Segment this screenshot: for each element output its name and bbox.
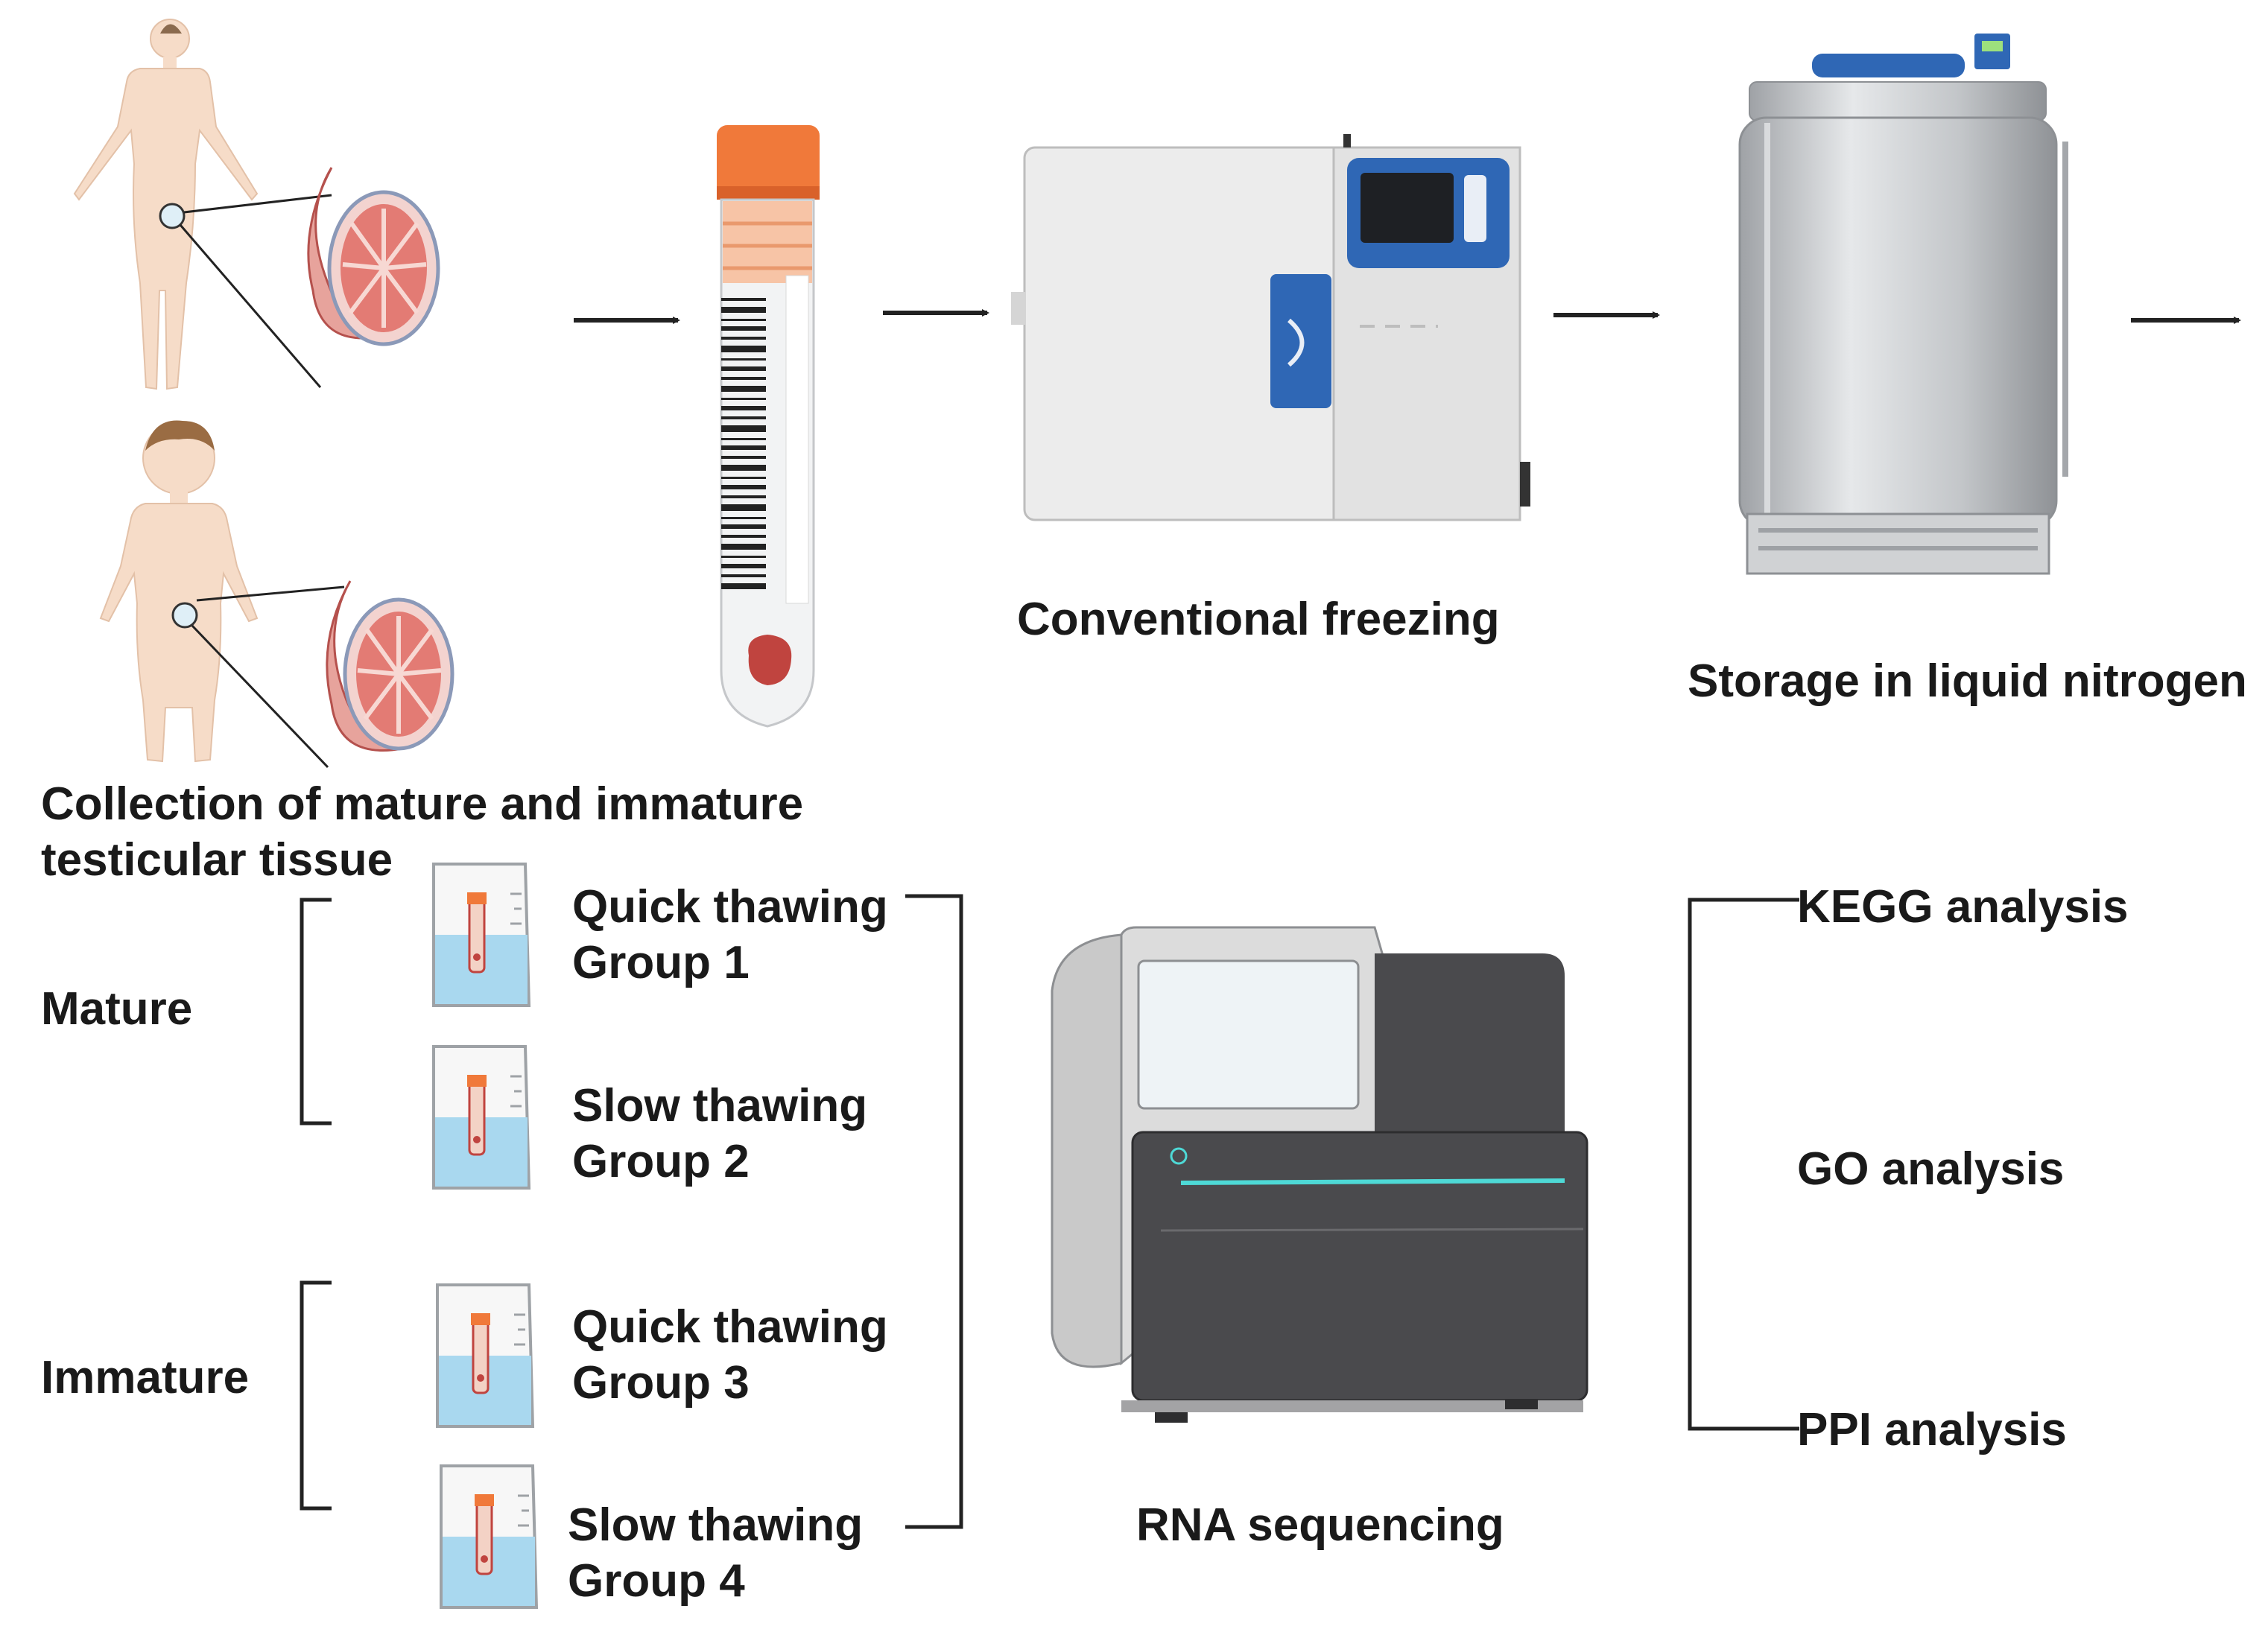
adult-callout [159,194,332,388]
storage-label: Storage in liquid nitrogen [1688,655,2247,707]
group-2-name: Group 2 [572,1136,750,1187]
cryotube-icon [717,125,820,728]
child-figure-icon [99,420,259,763]
freezer-icon [1011,134,1530,521]
groups-bracket [905,894,963,1529]
child-callout [171,585,345,769]
mature-bracket [300,898,332,1125]
group-3-name: Group 3 [572,1357,750,1409]
immature-bracket [300,1280,332,1511]
analysis-ppi: PPI analysis [1797,1404,2067,1455]
analyses-bracket [1688,898,1799,1431]
child-testis-icon [326,580,454,752]
group-4-name: Group 4 [568,1555,745,1607]
beaker-icon-group-1 [432,863,531,1007]
analysis-kegg: KEGG analysis [1797,881,2129,933]
group-1-method: Quick thawing [572,881,888,933]
rna-sequencer-icon [1051,926,1588,1423]
beaker-icon-group-4 [440,1464,539,1609]
collection-label-line-2: testicular tissue [41,834,393,886]
collection-label-line-1: Collection of mature and immature [41,778,803,830]
group-2-method: Slow thawing [572,1080,867,1131]
adult-testis-icon [307,167,440,346]
group-3-method: Quick thawing [572,1301,888,1353]
liquid-nitrogen-tank-icon [1738,34,2068,575]
beaker-icon-group-2 [432,1045,531,1190]
category-mature-label: Mature [41,983,192,1035]
sequencing-label: RNA sequencing [1136,1499,1504,1551]
group-1-name: Group 1 [572,937,750,988]
group-4-method: Slow thawing [568,1499,863,1551]
analysis-go: GO analysis [1797,1143,2064,1195]
beaker-icon-group-3 [436,1283,535,1428]
category-immature-label: Immature [41,1352,249,1403]
adult-figure-icon [73,19,259,390]
freezing-label: Conventional freezing [1017,594,1500,645]
